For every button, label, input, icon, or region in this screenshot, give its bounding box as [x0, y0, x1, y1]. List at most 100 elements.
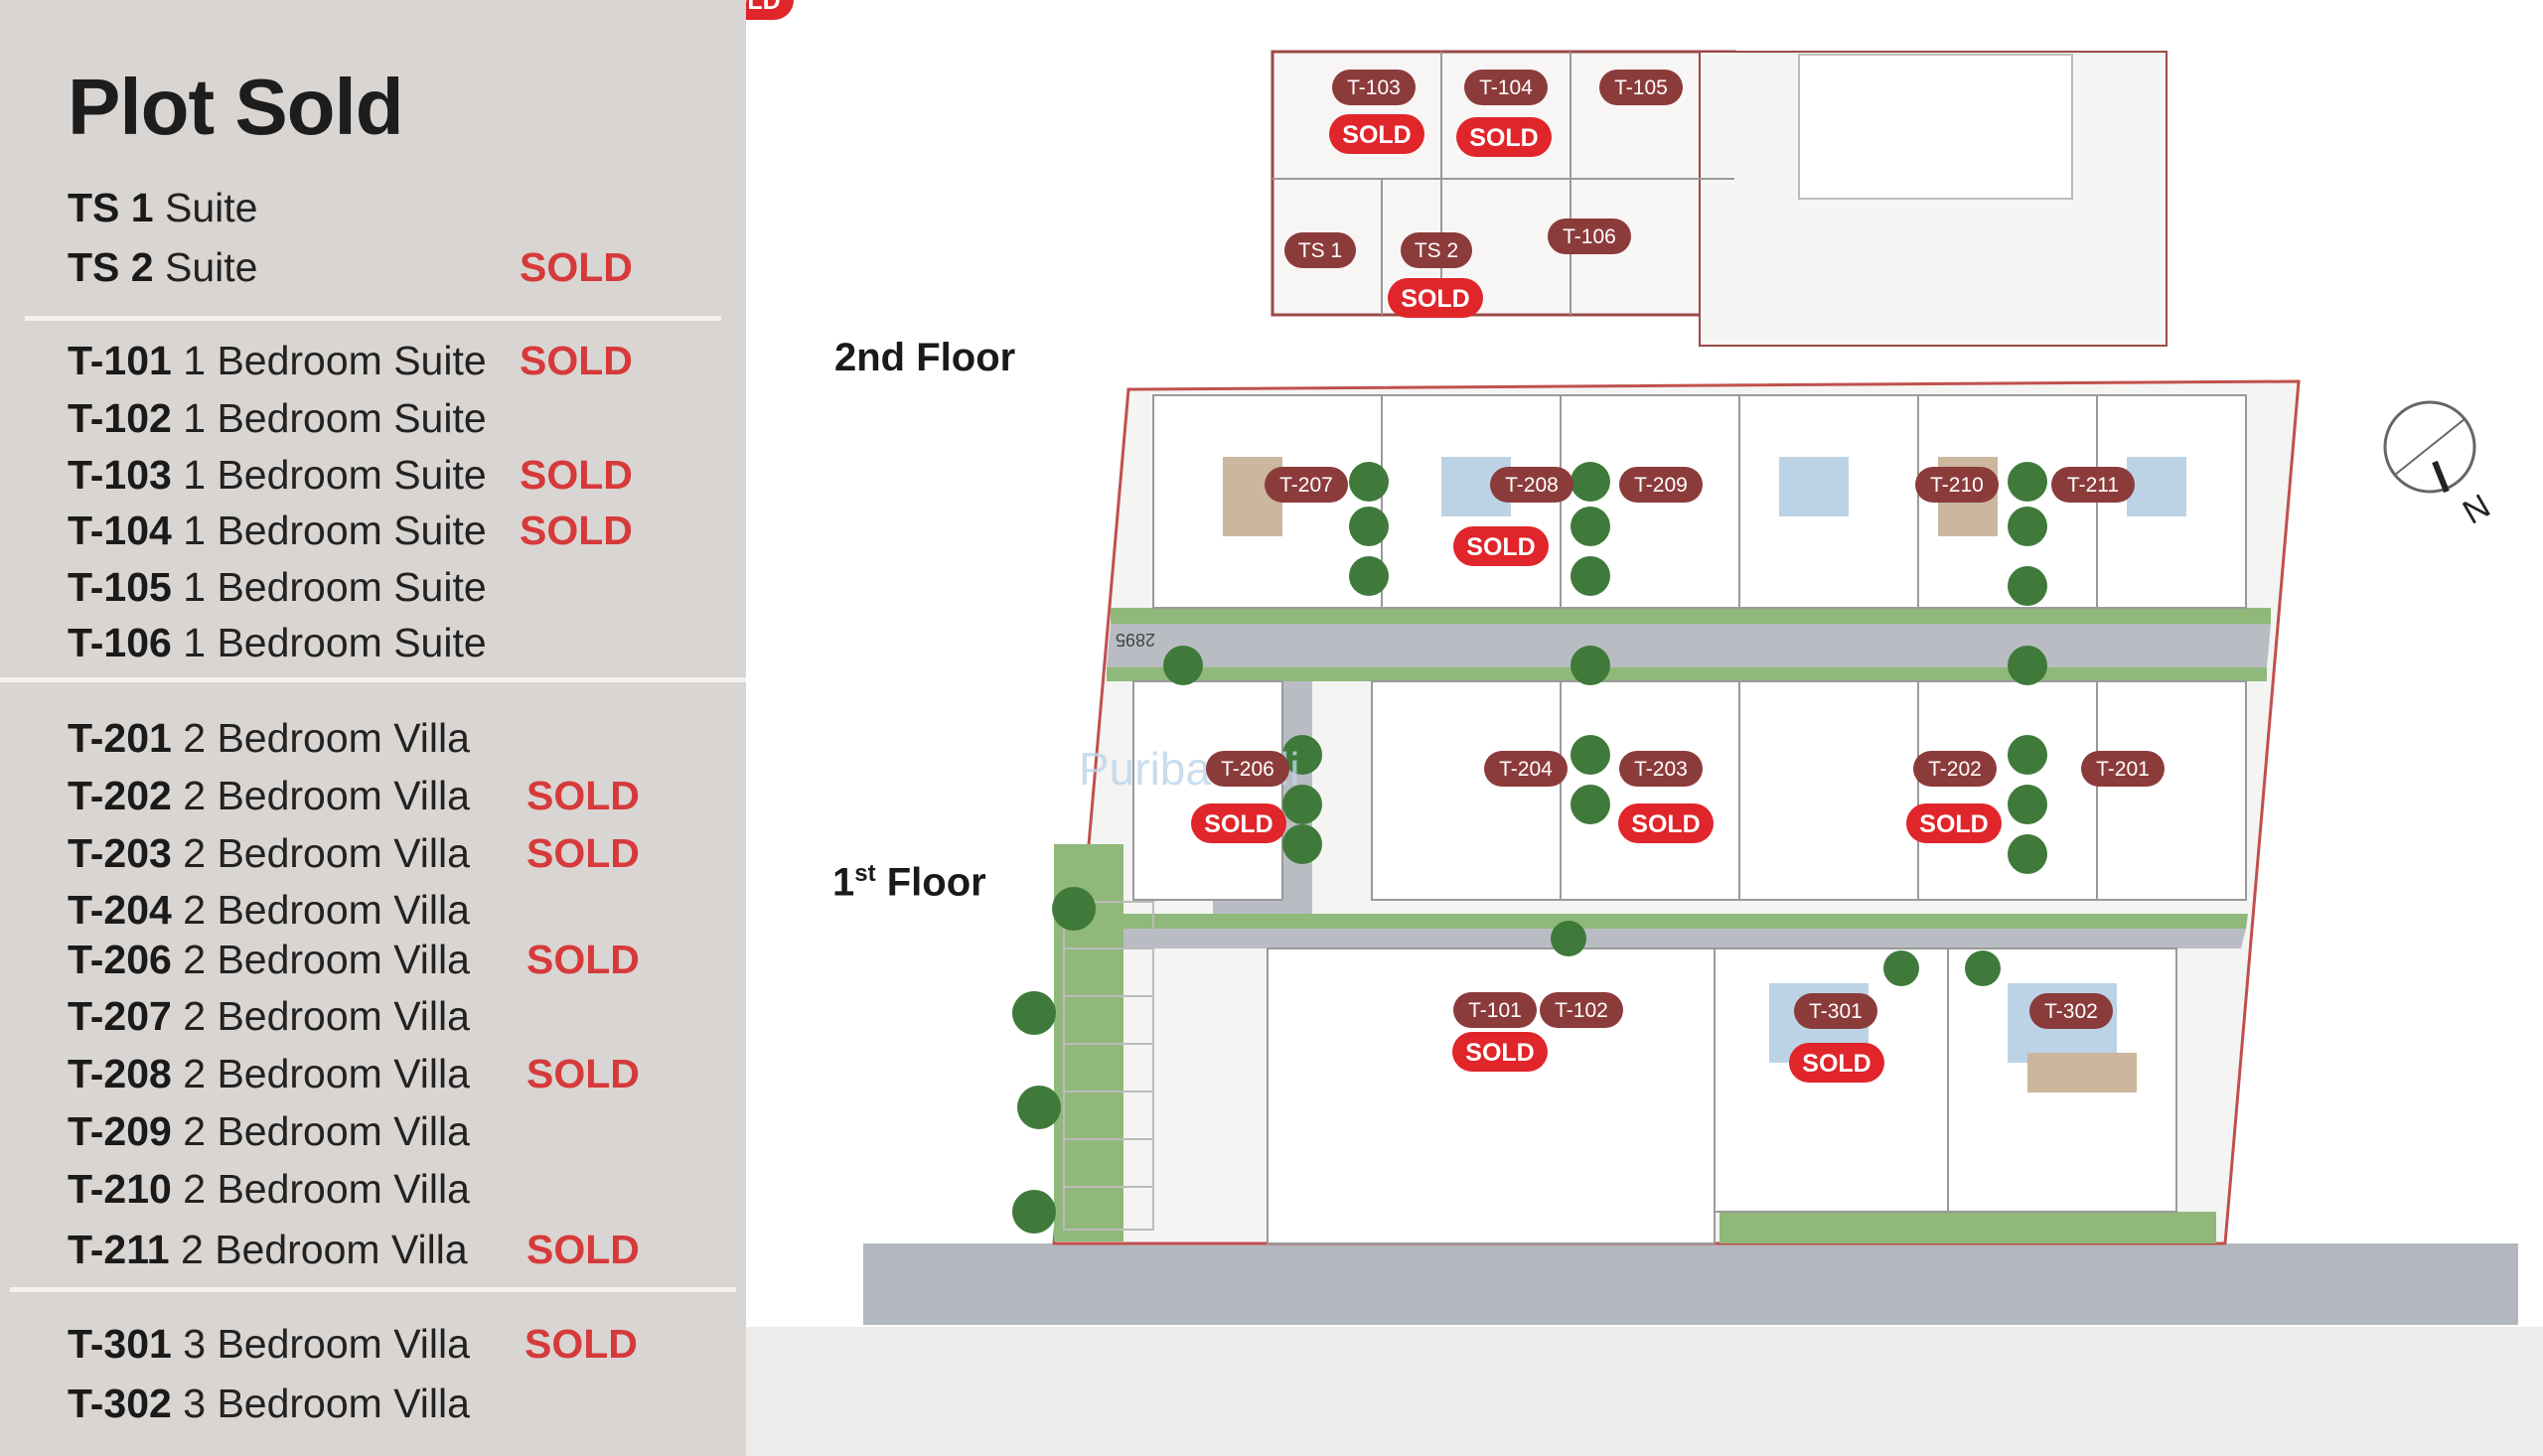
unit-code: T-211: [68, 1227, 170, 1272]
unit-code: T-104: [68, 508, 172, 553]
unit-code: T-209: [68, 1108, 172, 1154]
unit-row: T-207 2 Bedroom Villa: [68, 993, 470, 1045]
second-floor-void: [1798, 54, 2073, 200]
plan-sold-badge: SOLD: [1631, 810, 1700, 838]
unit-description: 1 Bedroom Suite: [183, 564, 487, 610]
unit-code: T-210: [68, 1166, 172, 1212]
unit-description: 1 Bedroom Suite: [183, 452, 487, 498]
sold-label: SOLD: [520, 338, 633, 383]
central-path: [1107, 624, 2271, 667]
unit-row: T-209 2 Bedroom Villa: [68, 1108, 470, 1160]
unit-description: 1 Bedroom Suite: [183, 508, 487, 553]
sold-label: SOLD: [520, 244, 633, 290]
unit-row: T-106 1 Bedroom Suite: [68, 620, 487, 671]
unit-description: 2 Bedroom Villa: [181, 1227, 468, 1272]
compass-north-label: N: [2457, 487, 2496, 531]
unit-code: T-204: [68, 887, 172, 933]
compass: N: [2383, 400, 2496, 532]
sold-label: SOLD: [520, 508, 633, 553]
unit-code: T-102: [68, 395, 172, 441]
sold-label: SOLD: [520, 452, 633, 498]
unit-code: TS 1: [68, 185, 154, 230]
plan-unit-badge: TS 2 SOLD: [1388, 232, 1483, 318]
unit-row: T-204 2 Bedroom Villa: [68, 887, 470, 939]
unit-code: T-103: [68, 452, 172, 498]
unit-row: T-208 2 Bedroom Villa SOLD: [68, 1051, 640, 1102]
unit-code: T-106: [68, 620, 172, 665]
unit-row: T-105 1 Bedroom Suite: [68, 564, 487, 616]
plan-unit-badge: T-204: [1484, 751, 1568, 787]
unit-description: 2 Bedroom Villa: [183, 715, 470, 761]
unit-description: 1 Bedroom Suite: [183, 338, 487, 383]
first-floor-label: 1st Floor: [832, 860, 986, 905]
plan-unit-badge: TS 1: [1284, 232, 1356, 268]
unit-code: T-203: [68, 830, 172, 876]
unit-description: 2 Bedroom Villa: [183, 773, 470, 818]
unit-code: T-301: [68, 1321, 172, 1367]
compass-rose-icon: [2383, 400, 2476, 494]
unit-row: T-210 2 Bedroom Villa: [68, 1166, 470, 1218]
unit-description: 2 Bedroom Villa: [183, 993, 470, 1039]
unit-code: T-208: [68, 1051, 172, 1096]
plan-unit-code: T-208: [1505, 474, 1559, 497]
plan-unit-badge: T-207: [1265, 467, 1348, 503]
plan-unit-badge: T-211 SOLD: [746, 0, 2135, 503]
plan-unit-code: T-210: [1930, 474, 1984, 497]
plan-unit-code: TS 2: [1415, 239, 1458, 262]
section-divider: [10, 1287, 736, 1292]
plan-unit-code: T-101: [1468, 999, 1522, 1022]
section-divider: [25, 316, 721, 321]
plan-unit-badge: T-302: [2029, 993, 2113, 1029]
plan-sold-badge: SOLD: [746, 0, 781, 15]
plan-unit-code: T-207: [1279, 474, 1333, 497]
plan-unit-badge: T-201: [2081, 751, 2165, 787]
plan-outline: [863, 50, 2518, 1325]
footer-band: [746, 1327, 2543, 1456]
first-floor-suffix: st: [854, 860, 876, 887]
plan-sold-badge: SOLD: [1919, 810, 1988, 838]
unit-code: T-302: [68, 1381, 172, 1426]
plan-unit-code: T-209: [1634, 474, 1688, 497]
road: [863, 1243, 2518, 1325]
plan-unit-code: T-105: [1614, 76, 1668, 99]
unit-description: 3 Bedroom Villa: [183, 1381, 470, 1426]
sold-label: SOLD: [526, 1051, 640, 1096]
unit-description: 2 Bedroom Villa: [183, 1166, 470, 1212]
sold-label: SOLD: [526, 773, 640, 818]
unit-code: T-207: [68, 993, 172, 1039]
section-divider: [0, 677, 746, 682]
plan-unit-code: T-103: [1347, 76, 1401, 99]
unit-description: 2 Bedroom Villa: [183, 1108, 470, 1154]
plan-unit-code: T-104: [1479, 76, 1533, 99]
unit-row: T-102 1 Bedroom Suite: [68, 395, 487, 447]
unit-code: T-202: [68, 773, 172, 818]
first-floor-word: Floor: [875, 860, 986, 905]
unit-row: T-103 1 Bedroom Suite SOLD: [68, 452, 633, 504]
plan-unit-code: T-302: [2044, 1000, 2098, 1023]
plan-unit-badge: T-105: [1599, 70, 1683, 105]
unit-description: 2 Bedroom Villa: [183, 1051, 470, 1096]
unit-description: 2 Bedroom Villa: [183, 937, 470, 982]
site-plan: N 2895 Puriba Bali T-103SOLDT-104SOLDT-1…: [746, 0, 2518, 1325]
unit-description: 2 Bedroom Villa: [183, 830, 470, 876]
plan-sold-badge: SOLD: [1802, 1050, 1870, 1078]
unit-description: 1 Bedroom Suite: [183, 620, 487, 665]
second-floor-label: 2nd Floor: [834, 336, 1016, 379]
plan-unit-code: TS 1: [1298, 239, 1342, 262]
plan-unit-code: T-211: [2067, 474, 2119, 497]
plan-unit-code: T-301: [1809, 1000, 1863, 1023]
plan-unit-code: T-202: [1928, 758, 1982, 781]
plan-sold-badge: SOLD: [1401, 285, 1469, 313]
